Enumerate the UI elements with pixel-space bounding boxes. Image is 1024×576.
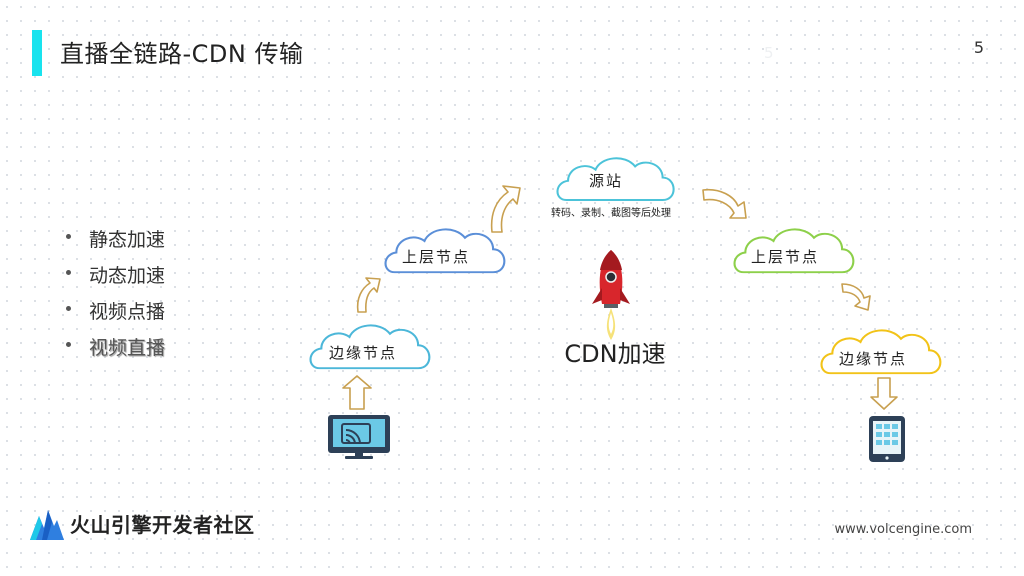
list-item: 动态加速	[66, 258, 165, 294]
volcano-logo-icon	[30, 510, 64, 540]
curved-arrow-icon	[841, 283, 871, 311]
curved-arrow-icon	[702, 188, 747, 219]
edge-left-label: 边缘节点	[329, 344, 397, 362]
ghost-page-number: 5	[764, 44, 774, 62]
page-number: 5	[973, 38, 984, 57]
monitor-cast-icon	[328, 415, 390, 459]
upper-left-label: 上层节点	[402, 248, 470, 266]
footer-logo: 火山引擎开发者社区	[30, 506, 255, 540]
arrow-up-icon	[342, 375, 372, 410]
list-item: 静态加速	[66, 222, 165, 258]
cdn-acceleration-label: CDN加速	[564, 340, 665, 368]
list-item: 视频直播	[66, 330, 165, 366]
rocket-icon	[592, 250, 630, 340]
footer-url: www.volcengine.com	[834, 522, 972, 537]
list-item: 视频点播	[66, 294, 165, 330]
curved-arrow-icon	[490, 185, 521, 233]
curved-arrow-icon	[356, 277, 381, 313]
upper-right-label: 上层节点	[751, 248, 819, 266]
arrow-down-icon	[870, 377, 898, 410]
brand-name: 火山引擎开发者社区	[70, 512, 255, 537]
title-accent-bar	[32, 30, 42, 76]
page-title: 直播全链路-CDN 传输	[60, 40, 304, 68]
bullet-icon	[66, 269, 71, 275]
edge-right-label: 边缘节点	[839, 350, 907, 368]
bullet-icon	[66, 305, 71, 311]
bullet-icon	[66, 341, 71, 347]
bullet-icon	[66, 233, 71, 239]
origin-caption: 转码、录制、截图等后处理	[551, 206, 671, 219]
origin-label: 源站	[589, 172, 623, 190]
feature-list: 静态加速 动态加速 视频点播 视频直播	[66, 222, 165, 366]
tablet-icon	[869, 416, 905, 462]
